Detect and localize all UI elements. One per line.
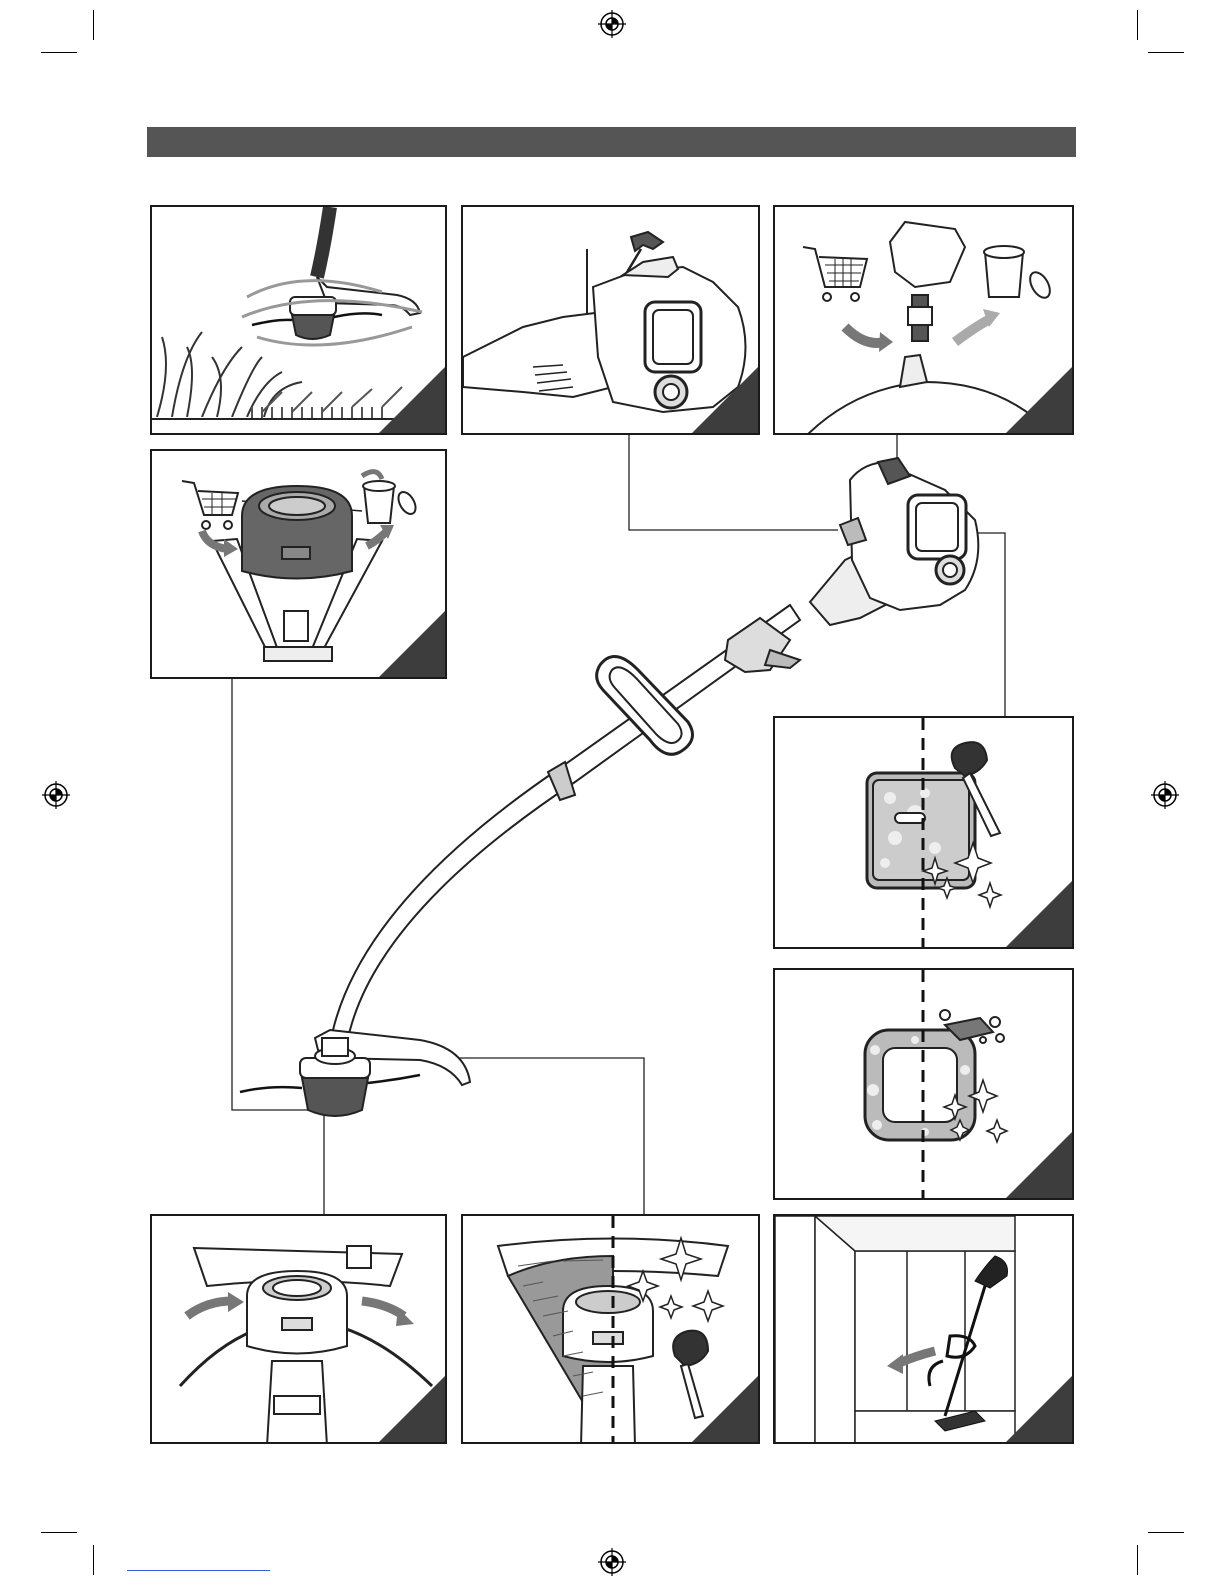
panel-guard-clean [461,1214,760,1444]
panel-head-rotate [150,1214,447,1444]
panel-corner-triangle [1006,1376,1072,1442]
leader-line [420,1058,644,1215]
panel-corner-triangle [1006,367,1072,433]
footer-link-underline [127,1570,270,1571]
panel-corner-triangle [692,1376,758,1442]
leader-line [232,678,322,1110]
panel-corner-triangle [1006,881,1072,947]
panel-corner-triangle [379,611,445,677]
panel-corner-triangle [692,367,758,433]
panel-starter-cord [461,205,760,435]
panel-filter-sponge-clean [773,968,1074,1200]
panel-spark-plug-replace [773,205,1074,435]
panel-storage-cabinet [773,1214,1074,1444]
panel-air-filter-clean [773,716,1074,949]
panel-spool-replace [150,449,447,679]
panel-trimming-grass [150,205,447,435]
panel-corner-triangle [379,367,445,433]
panel-corner-triangle [379,1376,445,1442]
panel-corner-triangle [1006,1132,1072,1198]
leader-line [629,434,838,530]
